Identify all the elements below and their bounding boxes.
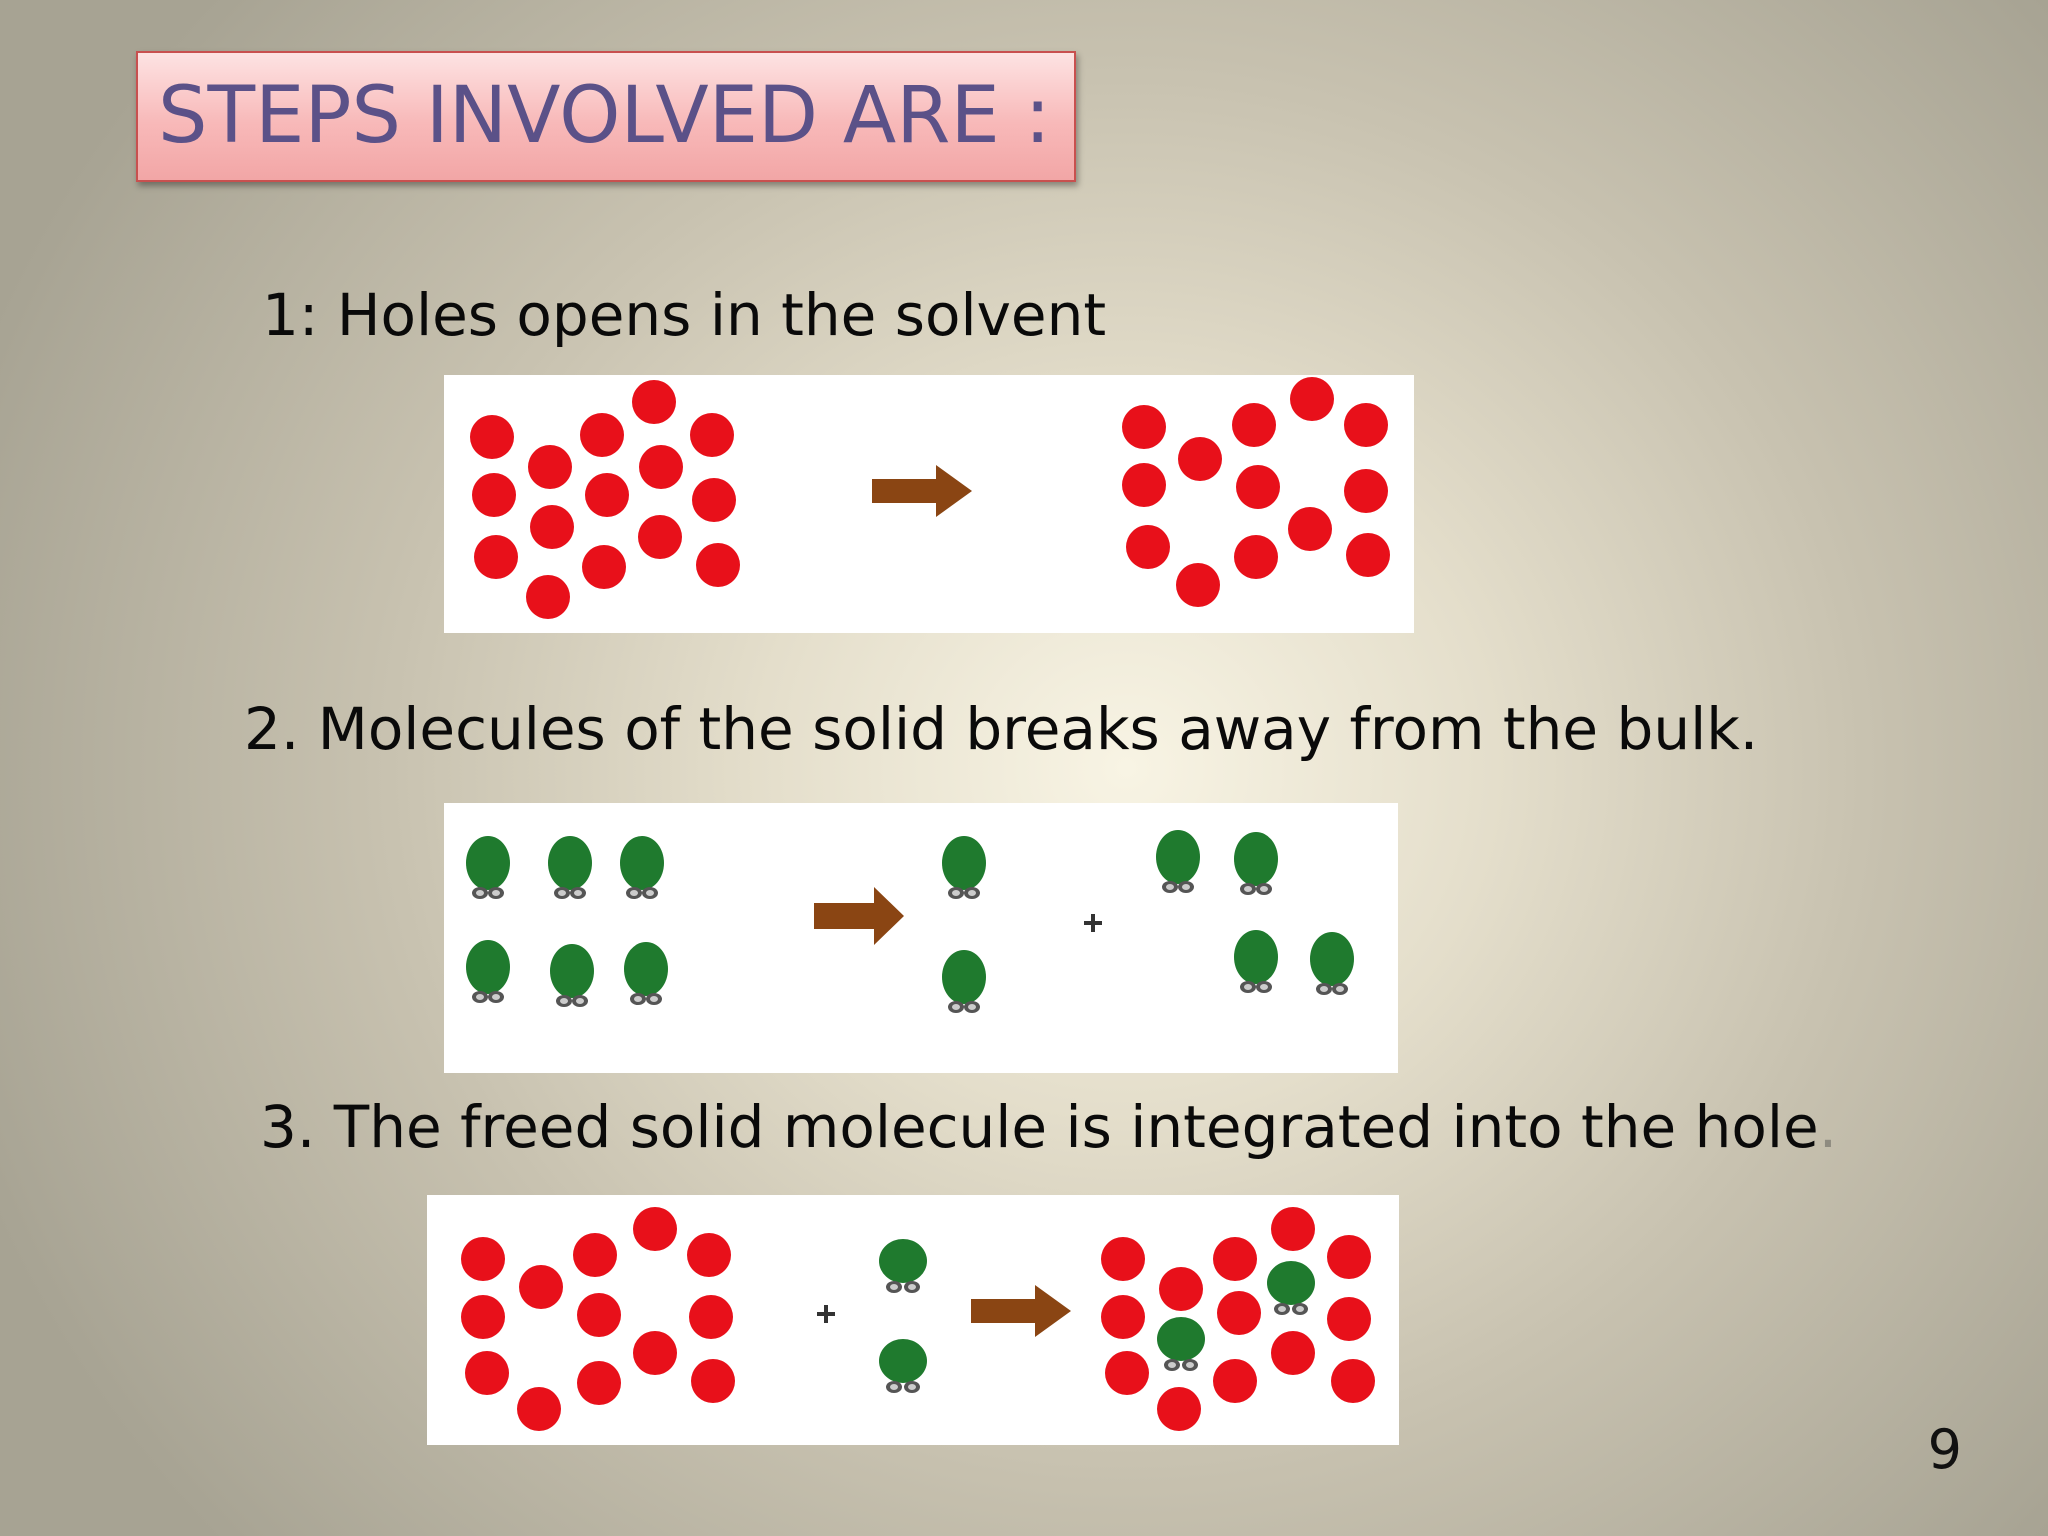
solid-molecule (1156, 830, 1200, 893)
solvent-molecule (528, 445, 572, 489)
solvent-molecule (1159, 1267, 1203, 1311)
solvent-molecule (1122, 405, 1166, 449)
solvent-molecule (1290, 377, 1334, 421)
solvent-molecule (1344, 403, 1388, 447)
solvent-molecule (573, 1233, 617, 1277)
solid-molecule (879, 1339, 927, 1393)
solvent-molecule (465, 1351, 509, 1395)
solvent-cluster-with-hole (1122, 377, 1390, 607)
step-3-diagram (427, 1195, 1399, 1445)
solvent-molecule (639, 445, 683, 489)
solvent-molecule (580, 413, 624, 457)
solvent-molecule (1176, 563, 1220, 607)
step-1-diagram (444, 375, 1414, 633)
plus-icon (1084, 914, 1102, 932)
solvent-molecule (690, 413, 734, 457)
solvent-molecule (1271, 1207, 1315, 1251)
solid-molecule (620, 836, 664, 899)
step-3-trailing-period: . (1818, 1093, 1838, 1161)
slide-title: STEPS INVOLVED ARE : (158, 71, 1051, 161)
solid-molecule (548, 836, 592, 899)
step-3-text: 3. The freed solid molecule is integrate… (260, 1093, 1837, 1161)
solvent-cluster-with-hole (461, 1207, 735, 1431)
solvent-molecule (1331, 1359, 1375, 1403)
solvent-molecule (517, 1387, 561, 1431)
solvent-molecule (1126, 525, 1170, 569)
solid-molecule (1234, 930, 1278, 993)
solvent-molecule (1101, 1295, 1145, 1339)
step-1-diagram-svg (470, 377, 1390, 619)
freed-molecules (942, 836, 986, 1013)
solvent-molecule (474, 535, 518, 579)
solid-bulk (466, 836, 668, 1007)
solvent-molecule (1157, 1387, 1201, 1431)
step-2-diagram-svg (466, 830, 1354, 1013)
solvent-molecule (633, 1207, 677, 1251)
solvent-molecule (1101, 1237, 1145, 1281)
right-arrow-icon (814, 887, 904, 945)
solvent-molecule (691, 1359, 735, 1403)
step-2-diagram (444, 803, 1398, 1073)
right-arrow-icon (971, 1285, 1071, 1337)
solvent-molecule (577, 1361, 621, 1405)
solvent-molecule (1213, 1359, 1257, 1403)
step-3-label: 3. The freed solid molecule is integrate… (260, 1093, 1819, 1161)
solvent-molecule (632, 380, 676, 424)
solvent-molecule (1178, 437, 1222, 481)
solvent-molecule (1346, 533, 1390, 577)
solvent-molecule (1327, 1235, 1371, 1279)
solvent-molecule (1236, 465, 1280, 509)
solvent-molecule (582, 545, 626, 589)
solvent-cluster-intact (470, 380, 740, 619)
solvent-molecule (1217, 1291, 1261, 1335)
free-solid-molecules (879, 1239, 927, 1393)
solvent-molecule (633, 1331, 677, 1375)
solvent-molecule (526, 575, 570, 619)
solid-molecule (1267, 1261, 1315, 1315)
solvent-molecule (1232, 403, 1276, 447)
solvent-molecule (472, 473, 516, 517)
solvent-molecule (1234, 535, 1278, 579)
solution-cluster (1101, 1207, 1375, 1431)
step-3-diagram-svg (461, 1207, 1375, 1431)
solid-molecule (1157, 1317, 1205, 1371)
solvent-molecule (1213, 1237, 1257, 1281)
solvent-molecule (461, 1237, 505, 1281)
solvent-molecule (638, 515, 682, 559)
slide-title-box: STEPS INVOLVED ARE : (136, 51, 1076, 182)
solid-molecule (942, 950, 986, 1013)
step-1-text: 1: Holes opens in the solvent (262, 281, 1106, 349)
solvent-molecule (1122, 463, 1166, 507)
solid-molecule (879, 1239, 927, 1293)
solvent-molecule (577, 1293, 621, 1337)
solvent-molecule (1271, 1331, 1315, 1375)
solid-molecule (550, 944, 594, 1007)
solid-molecule (624, 942, 668, 1005)
solvent-molecule (530, 505, 574, 549)
solvent-molecule (1327, 1297, 1371, 1341)
solvent-molecule (689, 1295, 733, 1339)
solid-molecule (466, 940, 510, 1003)
remaining-solid (1156, 830, 1354, 995)
solid-molecule (1310, 932, 1354, 995)
right-arrow-icon (872, 465, 972, 517)
solid-molecule (1234, 832, 1278, 895)
solvent-molecule (461, 1295, 505, 1339)
step-1-label: 1: Holes opens in the solvent (262, 281, 1107, 349)
solvent-molecule (519, 1265, 563, 1309)
solvent-molecule (585, 473, 629, 517)
solvent-molecule (1344, 469, 1388, 513)
solvent-molecule (687, 1233, 731, 1277)
solvent-molecule (692, 478, 736, 522)
solvent-molecule (1105, 1351, 1149, 1395)
page-number: 9 (1927, 1418, 1962, 1481)
step-2-text: 2. Molecules of the solid breaks away fr… (244, 695, 1758, 763)
solvent-molecule (1288, 507, 1332, 551)
step-2-label: 2. Molecules of the solid breaks away fr… (244, 695, 1759, 763)
solid-molecule (942, 836, 986, 899)
solvent-molecule (470, 415, 514, 459)
solvent-molecule (696, 543, 740, 587)
solid-molecule (466, 836, 510, 899)
plus-icon (817, 1305, 835, 1323)
